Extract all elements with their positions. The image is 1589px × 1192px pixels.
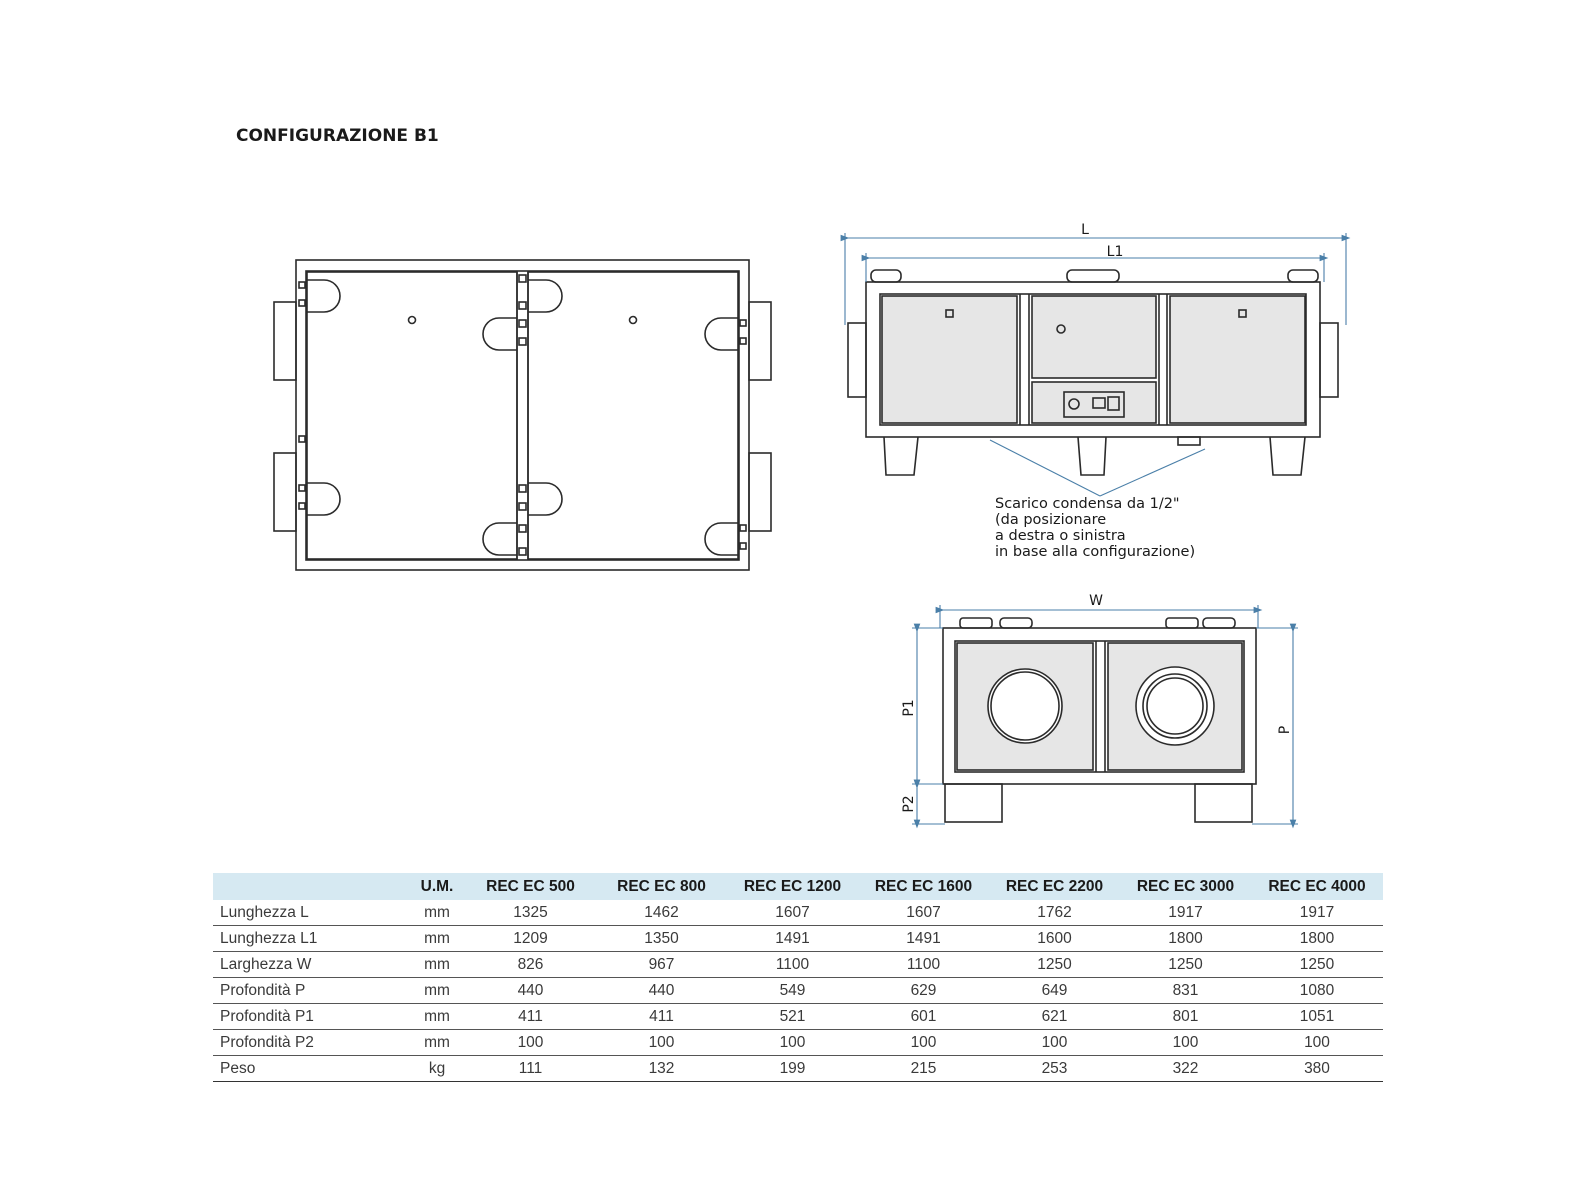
table-cell: 629 — [858, 977, 989, 1004]
table-row: Lunghezza L1 mm 1209 1350 1491 1491 1600… — [213, 925, 1383, 952]
table-cell: 521 — [727, 1003, 858, 1030]
table-cell: 215 — [858, 1055, 989, 1082]
dim-p1-label: P1 — [901, 699, 917, 716]
table-row: Larghezza W mm 826 967 1100 1100 1250 12… — [213, 951, 1383, 978]
table-cell: mm — [409, 1003, 465, 1030]
table-cell: 253 — [989, 1055, 1120, 1082]
table-cell: 1250 — [989, 951, 1120, 978]
table-cell: 601 — [858, 1003, 989, 1030]
dim-l1-label: L1 — [1107, 244, 1124, 260]
table-cell: 1250 — [1251, 951, 1383, 978]
page-title: CONFIGURAZIONE B1 — [236, 126, 439, 146]
table-cell: 100 — [596, 1029, 727, 1056]
table-cell: 100 — [858, 1029, 989, 1056]
dim-w-label: W — [1089, 593, 1103, 609]
table-cell: mm — [409, 925, 465, 952]
table-cell: 1607 — [858, 900, 989, 926]
table-row: Profondità P1 mm 411 411 521 601 621 801… — [213, 1003, 1383, 1030]
front-view-dimensions — [840, 233, 1351, 497]
table-cell: 1209 — [465, 925, 596, 952]
header-cell: REC EC 1200 — [743, 877, 842, 895]
table-cell: 380 — [1251, 1055, 1383, 1082]
table-cell: 199 — [727, 1055, 858, 1082]
condensate-drain-note: Scarico condensa da 1/2" (da posizionare… — [995, 496, 1195, 560]
table-cell: 111 — [465, 1055, 596, 1082]
table-cell: Lunghezza L — [213, 900, 409, 926]
table-cell: 1250 — [1120, 951, 1251, 978]
header-cell: REC EC 2200 — [1005, 877, 1104, 895]
side-view — [942, 617, 1257, 823]
table-cell: 1917 — [1251, 900, 1383, 926]
table-row: Profondità P2 mm 100 100 100 100 100 100… — [213, 1029, 1383, 1056]
table-cell: 440 — [465, 977, 596, 1004]
table-cell: 100 — [727, 1029, 858, 1056]
dim-l-label: L — [1081, 222, 1089, 238]
table-cell: 967 — [596, 951, 727, 978]
table-cell: 100 — [989, 1029, 1120, 1056]
table-cell: 1800 — [1251, 925, 1383, 952]
table-row: Lunghezza L mm 1325 1462 1607 1607 1762 … — [213, 900, 1383, 926]
note-line: a destra o sinistra — [995, 528, 1126, 544]
dimensions-table: U.M. REC EC 500 REC EC 800 REC EC 1200 R… — [213, 873, 1383, 1082]
top-view — [273, 259, 772, 571]
table-cell: 1491 — [858, 925, 989, 952]
note-line: Scarico condensa da 1/2" — [995, 496, 1180, 512]
table-cell: 100 — [1251, 1029, 1383, 1056]
table-cell: 440 — [596, 977, 727, 1004]
table-cell: 1051 — [1251, 1003, 1383, 1030]
front-view — [847, 269, 1339, 476]
table-cell: 1762 — [989, 900, 1120, 926]
table-cell: mm — [409, 900, 465, 926]
table-cell: Lunghezza L1 — [213, 925, 409, 952]
table-cell: 549 — [727, 977, 858, 1004]
table-cell: 100 — [1120, 1029, 1251, 1056]
table-row: Peso kg 111 132 199 215 253 322 380 — [213, 1055, 1383, 1082]
table-cell: mm — [409, 977, 465, 1004]
table-cell: 1600 — [989, 925, 1120, 952]
table-cell: 100 — [465, 1029, 596, 1056]
table-cell: 1800 — [1120, 925, 1251, 952]
table-cell: Larghezza W — [213, 951, 409, 978]
table-cell: 1607 — [727, 900, 858, 926]
dim-p-label: P — [1277, 726, 1293, 734]
table-cell: 1100 — [858, 951, 989, 978]
table-cell: 322 — [1120, 1055, 1251, 1082]
table-cell: kg — [409, 1055, 465, 1082]
table-cell: 132 — [596, 1055, 727, 1082]
table-cell: 801 — [1120, 1003, 1251, 1030]
table-cell: Peso — [213, 1055, 409, 1082]
table-row: Profondità P mm 440 440 549 629 649 831 … — [213, 977, 1383, 1004]
table-header-row: U.M. REC EC 500 REC EC 800 REC EC 1200 R… — [213, 873, 1383, 900]
table-cell: 826 — [465, 951, 596, 978]
table-cell: 1325 — [465, 900, 596, 926]
dim-p2-label: P2 — [901, 795, 917, 812]
header-cell: REC EC 500 — [486, 877, 575, 895]
table-cell: Profondità P — [213, 977, 409, 1004]
note-line: in base alla configurazione) — [995, 544, 1196, 560]
header-cell: REC EC 4000 — [1268, 877, 1366, 895]
header-cell — [213, 873, 409, 900]
table-cell: Profondità P1 — [213, 1003, 409, 1030]
table-cell: 649 — [989, 977, 1120, 1004]
table-cell: 831 — [1120, 977, 1251, 1004]
table-cell: 621 — [989, 1003, 1120, 1030]
table-cell: 1100 — [727, 951, 858, 978]
table-cell: 1491 — [727, 925, 858, 952]
table-cell: 1080 — [1251, 977, 1383, 1004]
header-cell: REC EC 800 — [617, 877, 706, 895]
table-cell: mm — [409, 951, 465, 978]
note-line: (da posizionare — [995, 512, 1107, 528]
table-cell: 411 — [465, 1003, 596, 1030]
side-view-dimensions — [912, 605, 1298, 829]
table-cell: 1917 — [1120, 900, 1251, 926]
header-cell: REC EC 3000 — [1136, 877, 1235, 895]
header-cell: REC EC 1600 — [874, 877, 973, 895]
table-cell: 1462 — [596, 900, 727, 926]
table-cell: 411 — [596, 1003, 727, 1030]
table-cell: 1350 — [596, 925, 727, 952]
table-cell: Profondità P2 — [213, 1029, 409, 1056]
header-cell: U.M. — [420, 877, 454, 895]
table-cell: mm — [409, 1029, 465, 1056]
